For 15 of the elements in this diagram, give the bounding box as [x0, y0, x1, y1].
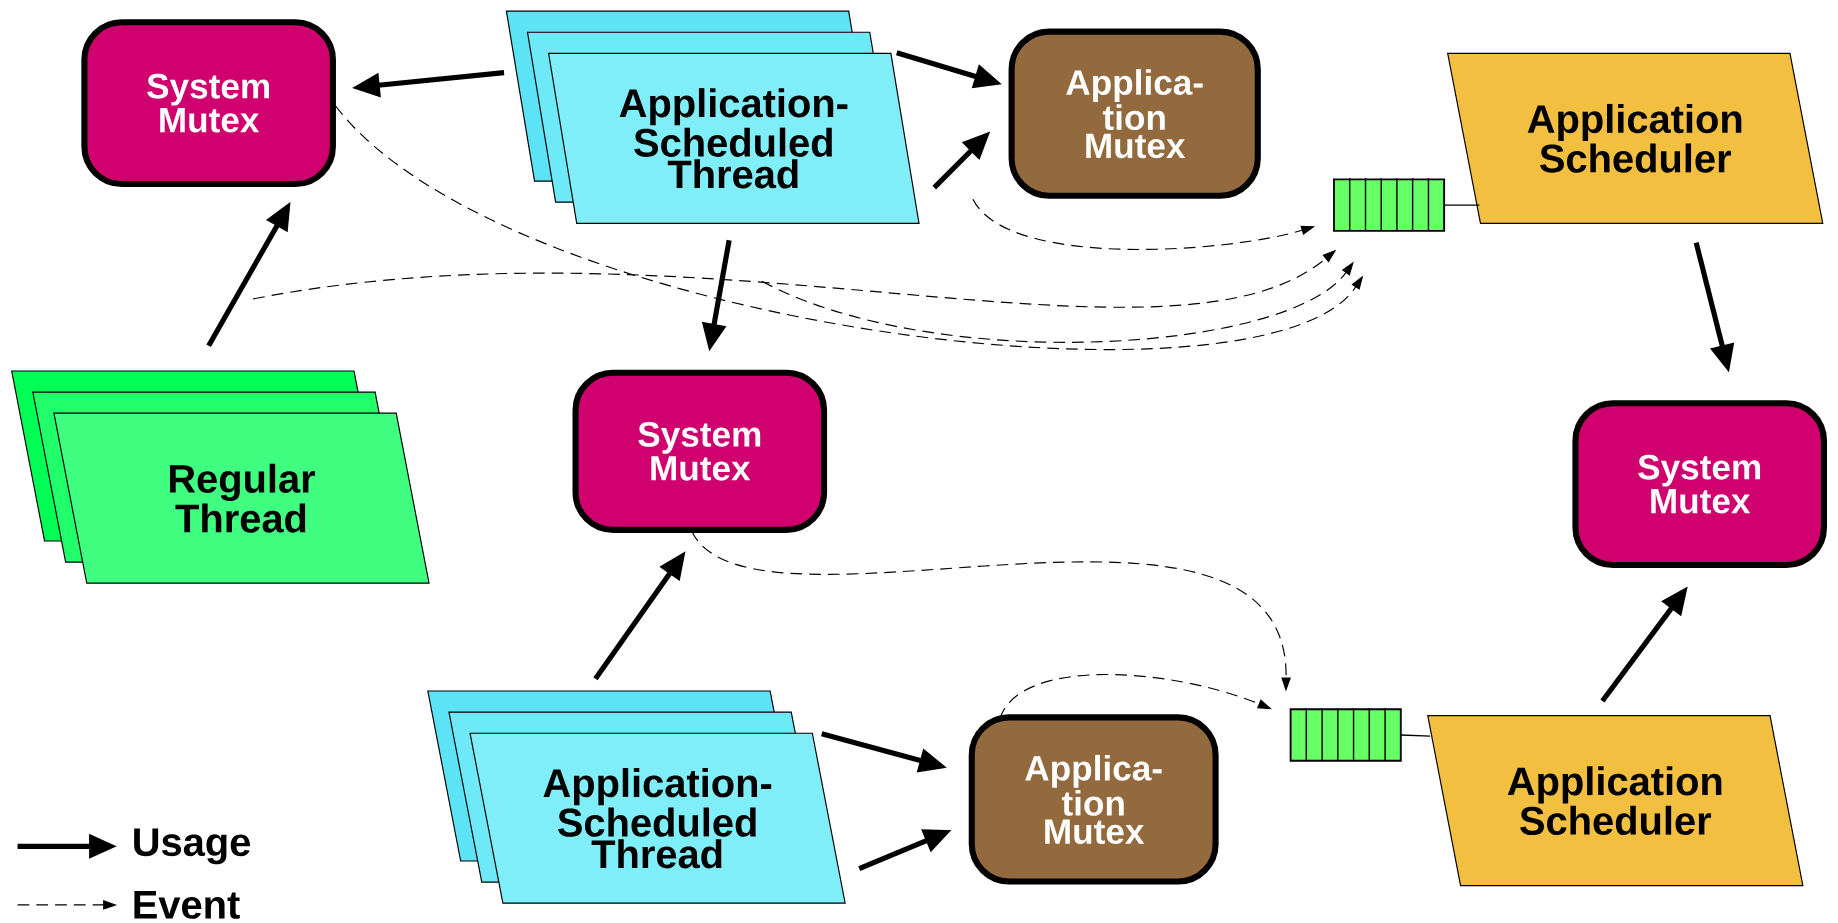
scheduler-parallelogram: Application Scheduler	[1427, 715, 1804, 887]
legend-label: Event	[134, 891, 240, 920]
mutex-box: Applica-tion Mutex	[1008, 28, 1261, 200]
connector-line	[1400, 734, 1431, 738]
thread-parallelogram: Application-Scheduled Thread	[505, 10, 920, 225]
thread-parallelogram: Application-Scheduled Thread	[427, 690, 846, 904]
queue	[1289, 707, 1402, 762]
legend-label: Usage	[134, 828, 250, 865]
mutex-box: System Mutex	[1572, 400, 1827, 569]
mutex-box: System Mutex	[572, 369, 828, 534]
connector-line	[1443, 204, 1481, 207]
queue	[1333, 177, 1446, 233]
mutex-box: Applica-tion Mutex	[968, 714, 1219, 885]
mutex-box: System Mutex	[81, 19, 336, 188]
thread-parallelogram: Regular Thread	[11, 370, 430, 584]
